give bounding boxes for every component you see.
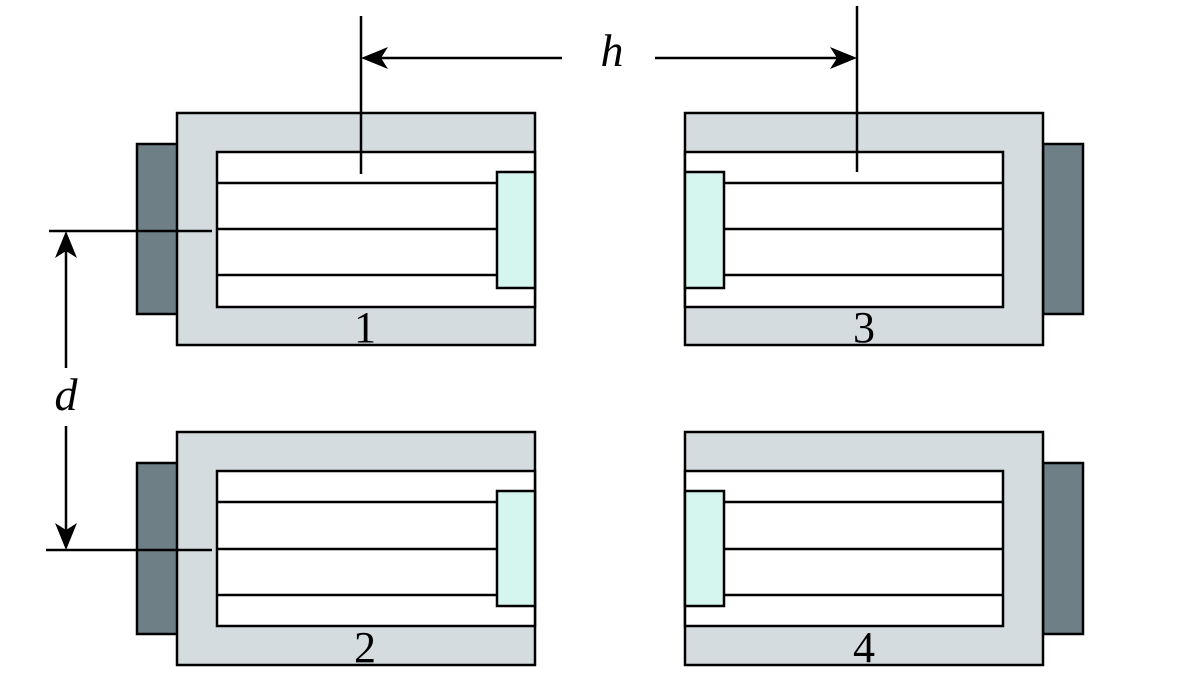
h-arrow-left — [361, 47, 388, 69]
unit-3: 3 — [683, 111, 1085, 352]
dimension-d: d — [46, 229, 212, 552]
h-arrow-right — [830, 47, 857, 69]
unit-2-face-plate — [495, 489, 537, 608]
unit-1-face-plate — [495, 170, 537, 290]
unit-2-back-plate — [135, 461, 180, 636]
d-label: d — [55, 369, 79, 420]
unit-2: 2 — [135, 430, 537, 672]
unit-3-number: 3 — [853, 303, 875, 352]
unit-3-back-plate — [1041, 142, 1085, 316]
unit-4: 4 — [683, 430, 1085, 672]
d-arrow-bottom — [55, 523, 77, 550]
unit-1: 1 — [135, 111, 537, 352]
unit-4-number: 4 — [853, 623, 875, 672]
h-label: h — [601, 25, 624, 76]
unit-1-number: 1 — [354, 303, 376, 352]
unit-4-back-plate — [1041, 461, 1085, 636]
dimension-h: h — [359, 6, 859, 174]
d-arrow-top — [55, 231, 77, 258]
unit-4-face-plate — [683, 489, 726, 608]
unit-1-back-plate — [135, 142, 180, 316]
unit-2-number: 2 — [354, 623, 376, 672]
unit-3-face-plate — [683, 170, 726, 290]
